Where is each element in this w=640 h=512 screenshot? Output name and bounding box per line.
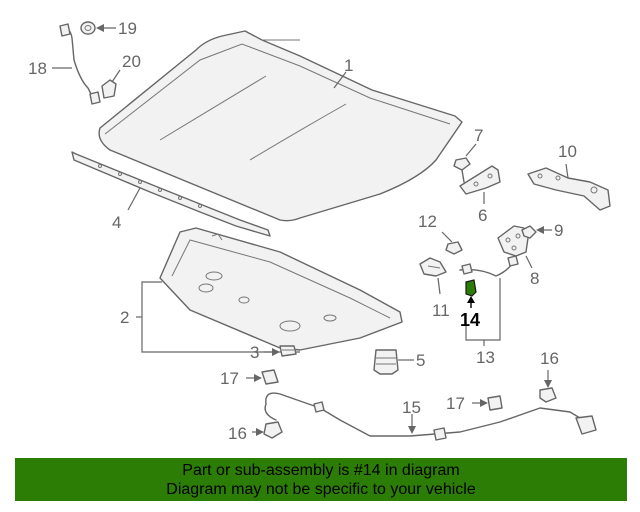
callout-6: 6 [478,206,487,225]
callout-4: 4 [112,213,121,232]
banner-line-1: Part or sub-assembly is #14 in diagram [182,462,460,479]
callout-20: 20 [122,52,141,71]
callout-12: 12 [418,212,437,231]
callout-2: 2 [120,308,129,327]
latch-release-cable [459,255,519,277]
callout-3: 3 [250,343,259,362]
cable-clip-left [261,369,279,385]
callout-13: 13 [476,348,495,367]
callout-16a: 16 [228,424,247,443]
insulator-clip [279,345,297,357]
callout-18: 18 [28,59,47,78]
info-banner: Part or sub-assembly is #14 in diagram D… [15,458,627,501]
hose-grommet [80,21,96,35]
hood-seal-strip [71,151,271,237]
callout-16b: 16 [540,349,559,368]
hood-insulator [159,227,403,351]
striker-bolt [445,241,463,255]
hood-hinge-bracket [459,165,501,195]
callout-9: 9 [554,221,563,240]
release-handle [263,421,283,439]
banner-line-2: Diagram may not be specific to your vehi… [166,481,476,498]
hood-panel [98,30,463,222]
callout-15: 15 [402,398,421,417]
callout-10: 10 [558,142,577,161]
callout-19: 19 [118,19,137,38]
hood-release-cable [264,392,597,441]
callout-8: 8 [530,269,539,288]
highlighted-part-14 [465,279,477,297]
washer-hose [59,23,101,105]
callout-7: 7 [474,126,483,145]
hood-hinge [527,167,611,211]
callout-11: 11 [432,301,450,320]
parts-diagram: 1 4 2 3 5 [28,19,611,443]
hood-striker [419,257,447,277]
callout-5: 5 [416,351,425,370]
hinge-bolt [453,157,471,183]
latch-bolt [521,225,537,239]
callout-1: 1 [344,56,353,75]
callout-17b: 17 [446,394,465,413]
hood-latch [497,225,529,257]
callout-14: 14 [460,310,480,330]
washer-nozzle [101,79,117,99]
cable-clip-right [487,395,503,411]
hood-bumper [373,349,399,375]
cable-clip [539,387,557,403]
callout-17a: 17 [220,369,239,388]
